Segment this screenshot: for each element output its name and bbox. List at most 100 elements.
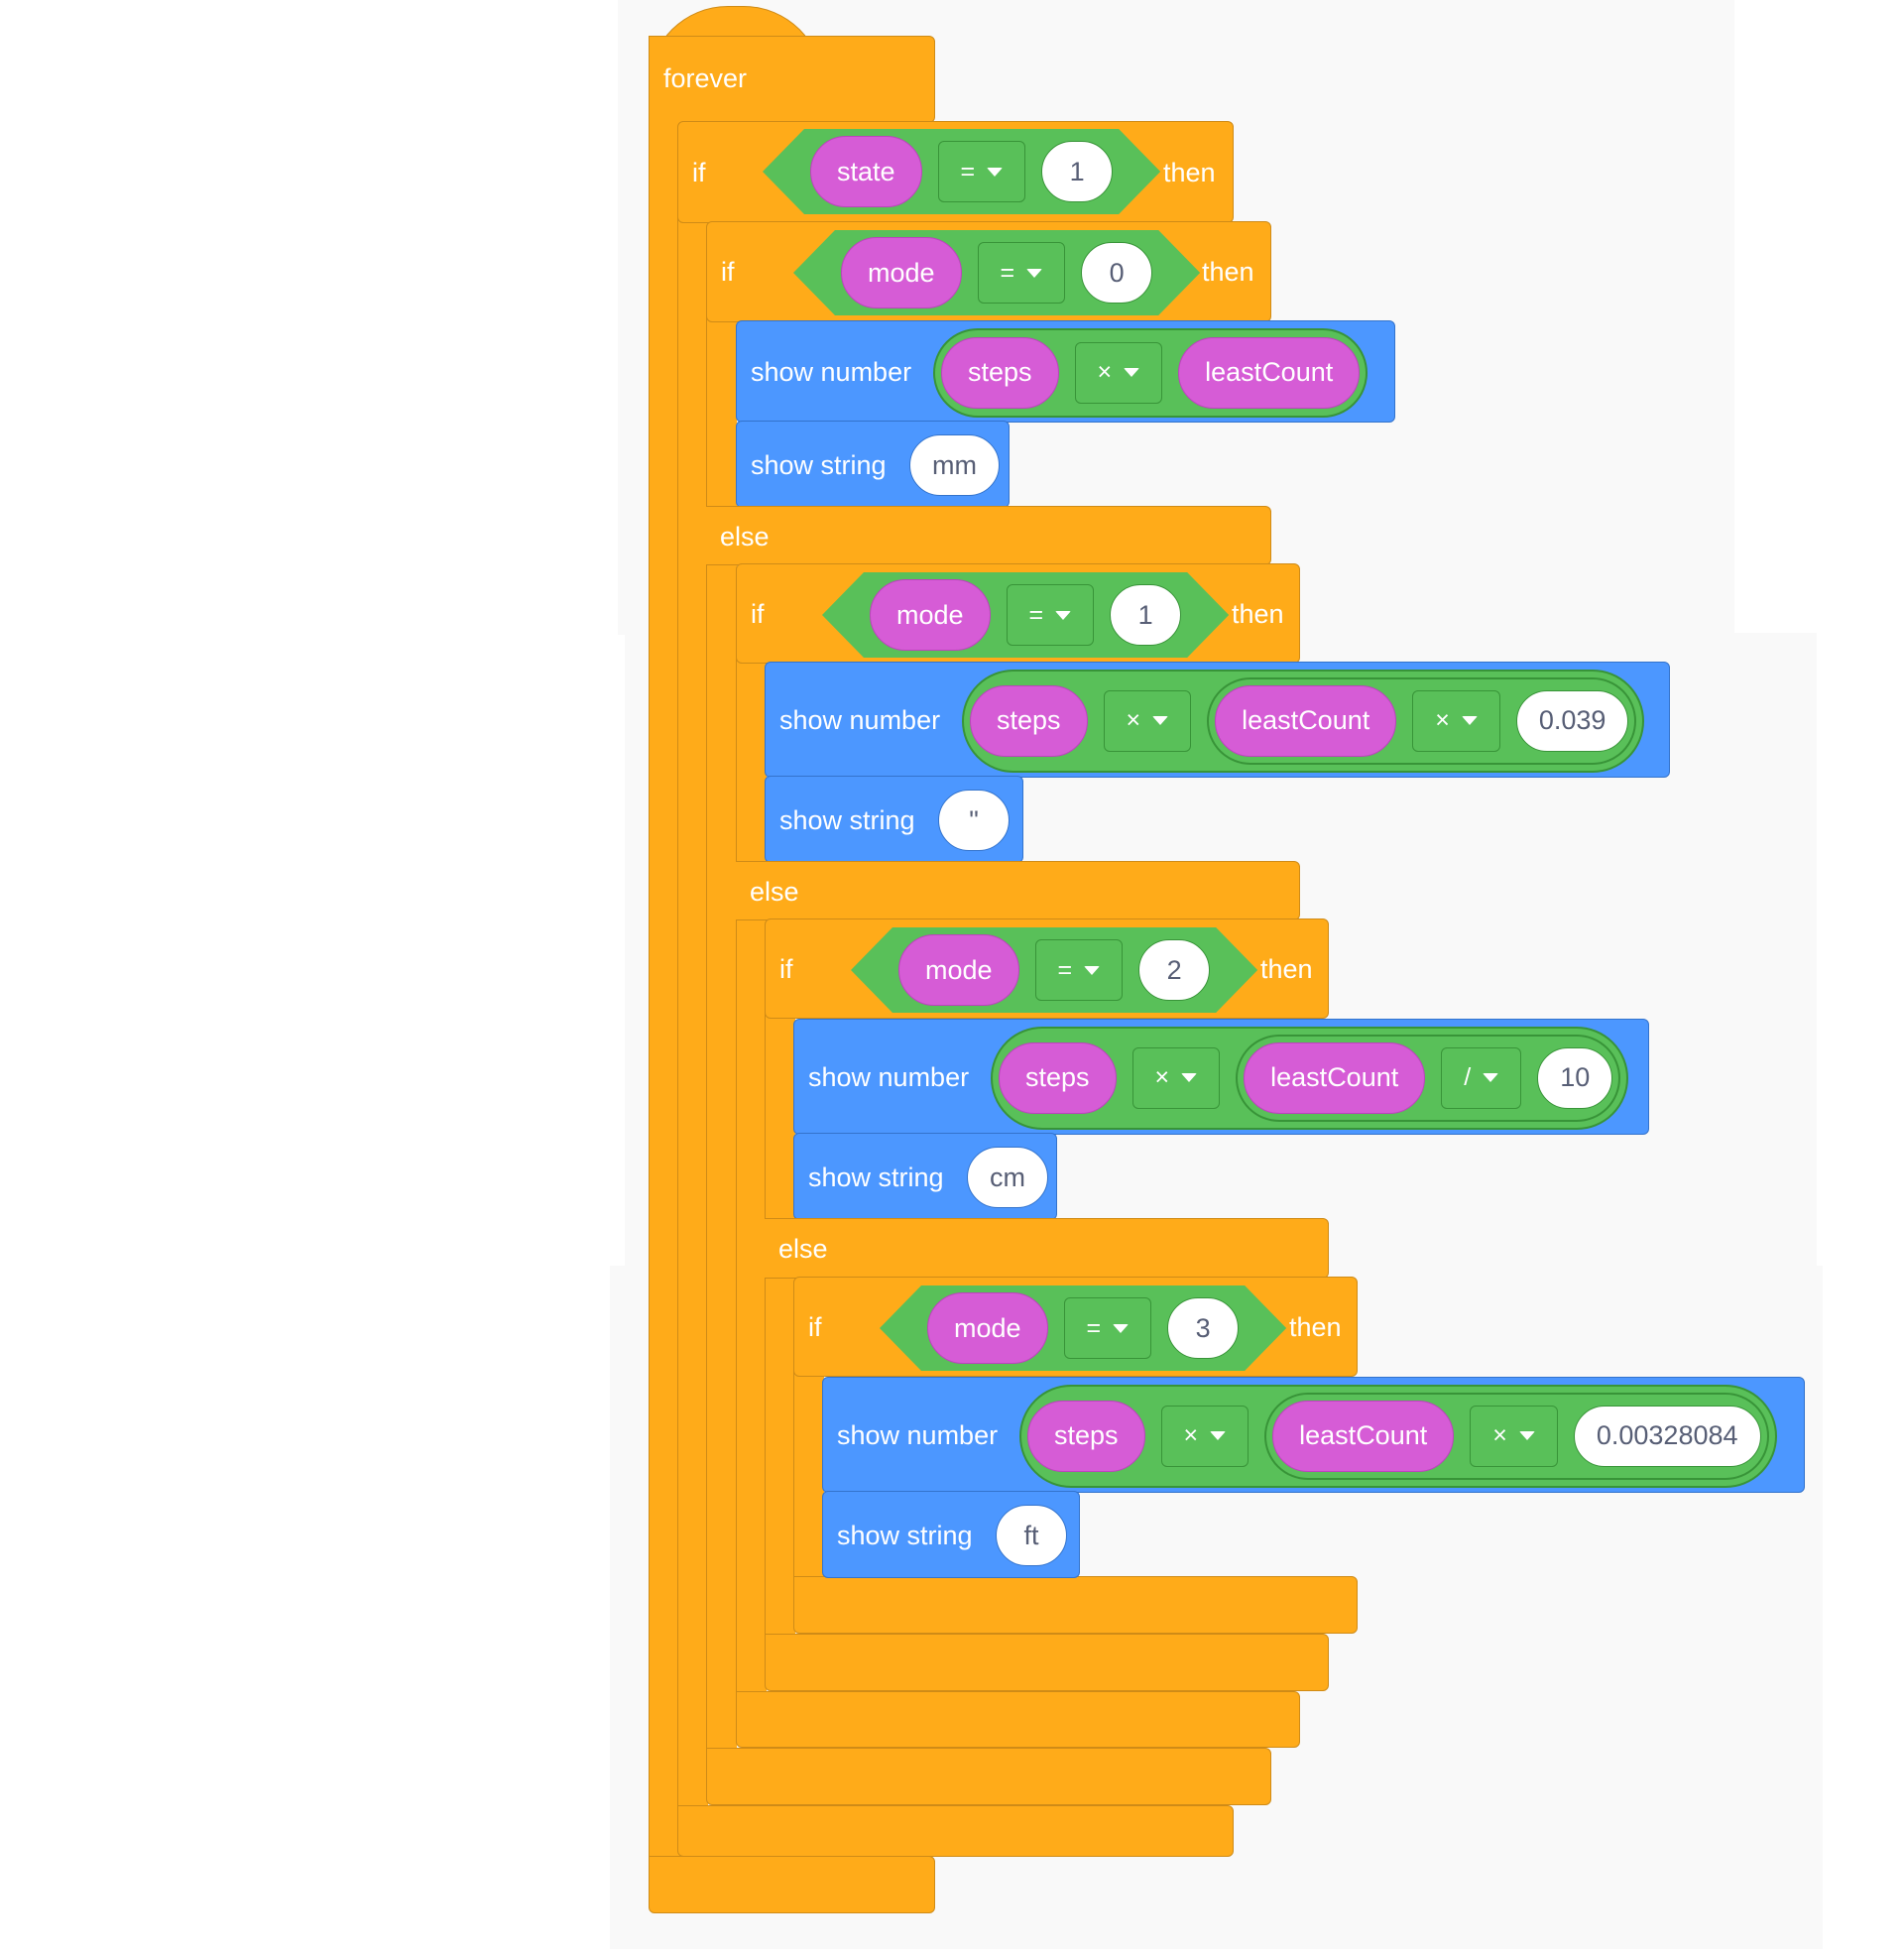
- if3-header[interactable]: if mode = 1 then: [736, 563, 1300, 664]
- if1-header[interactable]: if state = 1 then: [677, 121, 1234, 223]
- forever-header[interactable]: [649, 36, 935, 123]
- if2-if-label: if: [721, 257, 735, 287]
- equals-operator[interactable]: mode = 2: [851, 927, 1257, 1013]
- operator-symbol: /: [1464, 1063, 1472, 1091]
- if5-header[interactable]: if mode = 3 then: [793, 1277, 1358, 1377]
- else-label: else: [778, 1234, 828, 1264]
- else-label: else: [750, 877, 799, 907]
- show-number-block-ft[interactable]: show number steps × leastCount × 0.00328…: [822, 1377, 1805, 1493]
- value-input[interactable]: 1: [1110, 584, 1181, 646]
- multiply-operator[interactable]: steps × leastCount: [933, 327, 1368, 418]
- nested-divide-operator[interactable]: leastCount / 10: [1236, 1034, 1621, 1122]
- variable-mode[interactable]: mode: [870, 579, 991, 651]
- if3-footer[interactable]: [736, 1691, 1300, 1748]
- operator-dropdown[interactable]: ×: [1160, 1405, 1250, 1467]
- operator-symbol: ×: [1435, 706, 1450, 734]
- dropdown-caret-icon: [1113, 1324, 1129, 1333]
- multiply-operator[interactable]: steps × leastCount × 0.039: [962, 669, 1645, 773]
- variable-steps[interactable]: steps: [941, 336, 1059, 409]
- if4-if-label: if: [779, 954, 793, 984]
- operator-dropdown[interactable]: =: [1035, 939, 1124, 1001]
- show-string-block-ft[interactable]: show string ft: [822, 1491, 1080, 1578]
- dropdown-caret-icon: [1518, 1431, 1535, 1440]
- show-number-label: show number: [808, 1062, 970, 1092]
- show-number-block-mm[interactable]: show number steps × leastCount: [736, 320, 1395, 423]
- show-string-block-inches[interactable]: show string ": [765, 776, 1023, 863]
- string-input[interactable]: ": [938, 790, 1010, 851]
- variable-mode[interactable]: mode: [927, 1292, 1048, 1364]
- variable-mode[interactable]: mode: [898, 934, 1019, 1006]
- value-input[interactable]: 0: [1081, 242, 1152, 304]
- if2-then-label: then: [1202, 257, 1254, 287]
- variable-leastcount[interactable]: leastCount: [1178, 336, 1361, 409]
- variable-mode[interactable]: mode: [841, 237, 962, 308]
- if2-footer[interactable]: [706, 1748, 1271, 1805]
- if1-if-label: if: [692, 158, 706, 187]
- else-bar-3: else: [765, 1218, 1329, 1279]
- value-input[interactable]: 0.039: [1515, 689, 1629, 752]
- operator-dropdown[interactable]: ×: [1470, 1405, 1558, 1467]
- if1-footer[interactable]: [677, 1805, 1234, 1857]
- operator-symbol: ×: [1154, 1063, 1170, 1091]
- variable-steps[interactable]: steps: [970, 684, 1088, 757]
- if5-footer[interactable]: [793, 1576, 1358, 1634]
- multiply-operator[interactable]: steps × leastCount × 0.00328084: [1019, 1384, 1777, 1488]
- show-string-block-cm[interactable]: show string cm: [793, 1133, 1057, 1220]
- operator-dropdown[interactable]: =: [1064, 1297, 1152, 1359]
- operator-dropdown[interactable]: /: [1441, 1046, 1522, 1109]
- variable-state[interactable]: state: [810, 136, 922, 207]
- if3-condition[interactable]: mode = 1: [822, 572, 1229, 658]
- if5-condition[interactable]: mode = 3: [880, 1285, 1286, 1371]
- value-input[interactable]: 2: [1138, 939, 1210, 1001]
- forever-footer[interactable]: [649, 1856, 935, 1913]
- nested-multiply-operator[interactable]: leastCount × 0.00328084: [1264, 1392, 1769, 1480]
- variable-steps[interactable]: steps: [1027, 1400, 1145, 1472]
- show-number-block-inches[interactable]: show number steps × leastCount × 0.039: [765, 662, 1670, 778]
- equals-operator[interactable]: mode = 1: [822, 572, 1229, 658]
- value-input[interactable]: 0.00328084: [1573, 1405, 1761, 1467]
- forever-label: forever: [663, 63, 748, 93]
- if1-condition[interactable]: state = 1: [763, 129, 1160, 214]
- show-string-block-mm[interactable]: show string mm: [736, 421, 1010, 508]
- variable-leastcount[interactable]: leastCount: [1215, 684, 1397, 757]
- equals-operator[interactable]: mode = 3: [880, 1285, 1286, 1371]
- operator-dropdown[interactable]: =: [978, 242, 1066, 304]
- value-input[interactable]: 1: [1041, 141, 1113, 202]
- dropdown-caret-icon: [1461, 716, 1478, 725]
- operator-dropdown[interactable]: ×: [1412, 689, 1500, 752]
- string-input[interactable]: ft: [996, 1505, 1067, 1566]
- else-label: else: [720, 522, 770, 551]
- if1-then-label: then: [1163, 158, 1216, 187]
- operator-dropdown[interactable]: ×: [1074, 341, 1163, 404]
- variable-leastcount[interactable]: leastCount: [1244, 1041, 1426, 1114]
- if4-condition[interactable]: mode = 2: [851, 927, 1257, 1013]
- string-input[interactable]: cm: [967, 1147, 1048, 1208]
- else-bar-1: else: [706, 506, 1271, 565]
- if2-condition[interactable]: mode = 0: [793, 230, 1200, 315]
- if4-footer[interactable]: [765, 1634, 1329, 1691]
- equals-operator[interactable]: state = 1: [763, 129, 1160, 214]
- if2-header[interactable]: if mode = 0 then: [706, 221, 1271, 322]
- variable-leastcount[interactable]: leastCount: [1272, 1400, 1455, 1472]
- show-number-label: show number: [751, 357, 912, 387]
- show-string-label: show string: [808, 1163, 944, 1192]
- show-number-label: show number: [837, 1420, 999, 1450]
- nested-multiply-operator[interactable]: leastCount × 0.039: [1207, 676, 1637, 765]
- else-bar-2: else: [736, 861, 1300, 920]
- operator-dropdown[interactable]: ×: [1131, 1046, 1221, 1109]
- string-input[interactable]: mm: [909, 434, 1000, 496]
- dropdown-caret-icon: [1483, 1073, 1499, 1082]
- multiply-operator[interactable]: steps × leastCount / 10: [991, 1026, 1629, 1130]
- show-number-block-cm[interactable]: show number steps × leastCount / 10: [793, 1019, 1649, 1135]
- value-input[interactable]: 3: [1167, 1297, 1239, 1359]
- if4-header[interactable]: if mode = 2 then: [765, 918, 1329, 1019]
- variable-steps[interactable]: steps: [999, 1041, 1117, 1114]
- equals-operator[interactable]: mode = 0: [793, 230, 1200, 315]
- operator-dropdown[interactable]: =: [1007, 584, 1095, 646]
- operator-dropdown[interactable]: =: [938, 141, 1026, 202]
- if3-arm: [736, 635, 767, 1706]
- operator-dropdown[interactable]: ×: [1103, 689, 1192, 752]
- operator-symbol: ×: [1183, 1421, 1199, 1449]
- value-input[interactable]: 10: [1537, 1046, 1613, 1109]
- if1-arm: [677, 198, 708, 1825]
